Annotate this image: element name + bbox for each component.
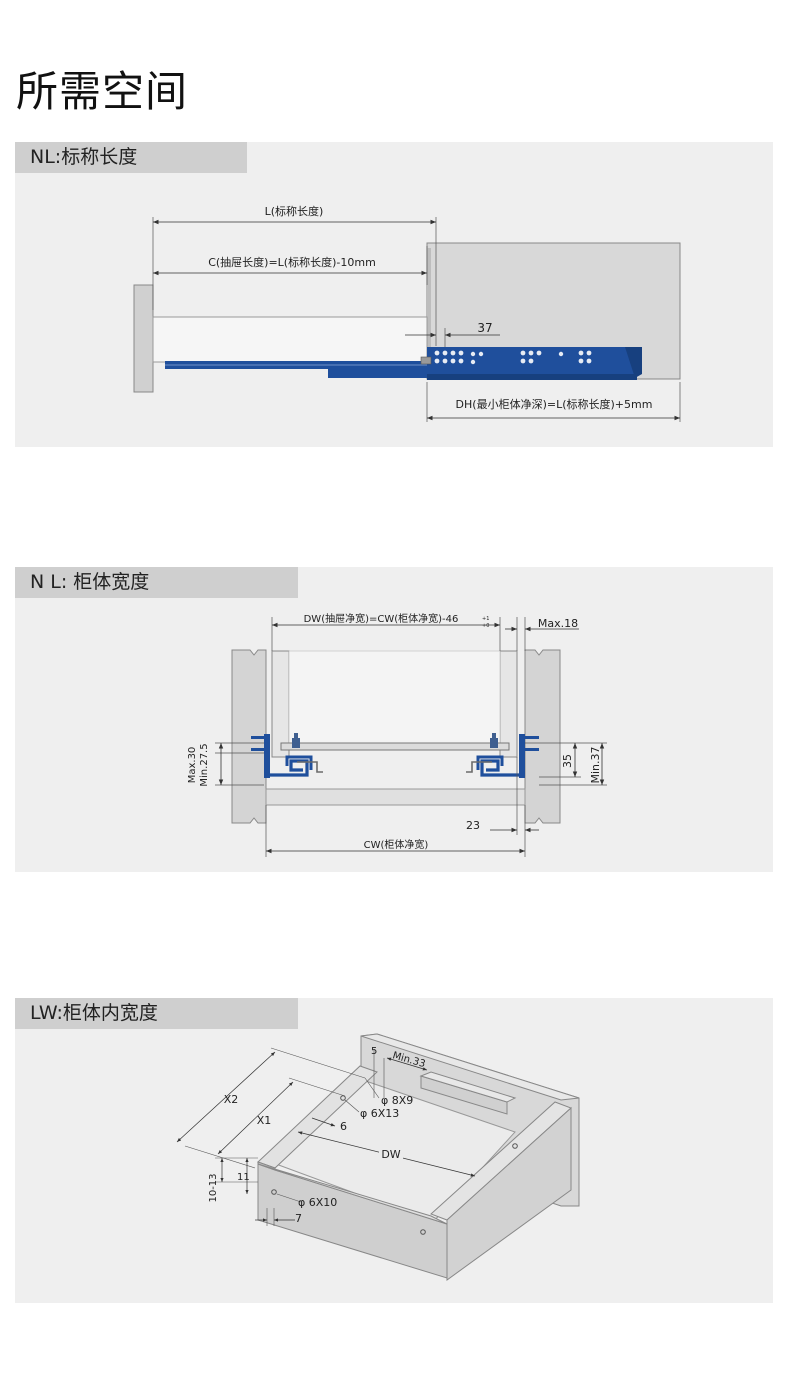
- nominal-length-panel: NL:标称长度: [15, 142, 773, 447]
- drawer-length-label: C(抽屉长度)=L(标称长度)-10mm: [208, 255, 376, 269]
- dim23-label: 23: [466, 819, 480, 832]
- front-section-diagram: DW(抽屉净宽)=CW(柜体净宽)-46 +1 +0 Max.18 Max.30…: [187, 612, 607, 857]
- side-view-diagram: L(标称长度) C(抽屉长度)=L(标称长度)-10mm 37 DH(最小柜体净…: [133, 204, 681, 422]
- cabinet-width-panel: N L: 柜体宽度: [15, 567, 773, 872]
- drawer-right-side-face: [446, 1106, 572, 1281]
- right-slide-profile: [466, 733, 539, 778]
- dim6-label: 6: [340, 1120, 347, 1133]
- drawer-body: [152, 316, 428, 363]
- dim35-label: 35: [561, 754, 574, 768]
- max30-label: Max.30: [187, 747, 198, 784]
- dim11-label: 11: [237, 1172, 250, 1183]
- dim7-label: 7: [295, 1212, 302, 1225]
- x2-label: X2: [224, 1093, 239, 1106]
- slide-holes: [434, 350, 592, 365]
- isometric-drawer-diagram: X2 X1 DW 5 Min.33 φ 8X9 φ 6X13 6 10-13 1…: [176, 1033, 580, 1281]
- drawer-left-side: [271, 650, 290, 758]
- tolerance-lower: +0: [482, 623, 489, 629]
- cabinet-depth-label: DH(最小柜体净深)=L(标称长度)+5mm: [456, 397, 653, 411]
- page-title: 所需空间: [16, 67, 189, 116]
- hole-6x13-label: φ 6X13: [360, 1107, 399, 1120]
- min37-label: Min.37: [589, 746, 602, 783]
- drawer-front: [133, 284, 154, 393]
- section-tag-nominal-length: NL:标称长度: [15, 142, 247, 173]
- inner-width-panel: LW:柜体内宽度 X2 X1: [15, 998, 773, 1303]
- min27-5-label: Min.27.5: [199, 743, 210, 786]
- drawer-bottom: [280, 742, 510, 751]
- left-slide-profile: [251, 733, 323, 778]
- dim5-label: 5: [371, 1046, 377, 1057]
- max18-label: Max.18: [538, 617, 578, 630]
- section-tag-cabinet-width: N L: 柜体宽度: [15, 567, 298, 598]
- dim10-13-label: 10-13: [208, 1173, 219, 1202]
- section-tag-inner-width: LW:柜体内宽度: [15, 998, 298, 1029]
- offset-37-label: 37: [477, 321, 492, 335]
- drawer-width-label: DW(抽屉净宽)=CW(柜体净宽)-46: [304, 612, 459, 625]
- hole-8x9-label: φ 8X9: [381, 1094, 413, 1107]
- hole-6x10-label: φ 6X10: [298, 1196, 337, 1209]
- cabinet-width-label: CW(柜体净宽): [364, 838, 429, 851]
- drawer-right-side: [499, 650, 518, 758]
- cabinet-right-side: [524, 649, 561, 824]
- tolerance-upper: +1: [482, 616, 489, 622]
- x1-label: X1: [257, 1114, 272, 1127]
- nominal-length-label: L(标称长度): [265, 204, 324, 218]
- dw-label: DW: [381, 1148, 400, 1161]
